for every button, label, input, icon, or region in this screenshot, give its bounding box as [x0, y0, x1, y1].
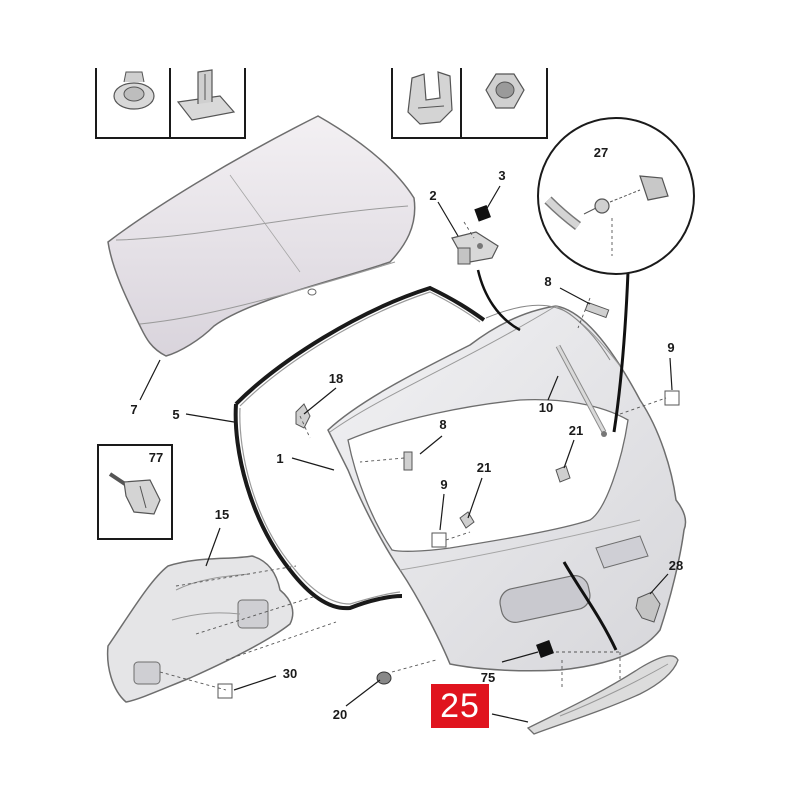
tailgate-seal	[233, 285, 486, 611]
callout-3: 3	[498, 168, 505, 183]
callout-28: 28	[669, 558, 683, 573]
callout-18: 18	[329, 371, 343, 386]
tailgate-body	[327, 304, 687, 672]
strut-ball-joint-detail	[537, 117, 695, 275]
hex-nut-icon	[485, 73, 525, 109]
fastener-inset-left	[95, 68, 246, 139]
callout-8-top: 8	[544, 274, 551, 289]
callout-20: 20	[333, 707, 347, 722]
assembly-lines	[299, 218, 667, 541]
callout-8-window: 8	[439, 417, 446, 432]
hinge	[451, 231, 499, 265]
callout-2: 2	[429, 188, 436, 203]
fastener-inset-right	[391, 68, 548, 139]
callout-7: 7	[130, 402, 137, 417]
gas-strut	[555, 344, 607, 437]
nut-washer-icon	[113, 71, 155, 110]
inner-trim-panel	[106, 555, 337, 703]
callout-75: 75	[481, 670, 495, 685]
callout-labels: 1 2 3 5 7 8 8 9 9 10 15 18 20 21 21 27 2…	[130, 145, 683, 722]
highlighted-part-label: 25	[431, 684, 489, 728]
black-rods	[476, 269, 630, 651]
callout-9-right: 9	[667, 340, 674, 355]
grommet	[376, 659, 437, 685]
callout-9-left: 9	[440, 477, 447, 492]
callout-5: 5	[172, 407, 179, 422]
callout-27: 27	[594, 145, 608, 160]
highlighted-part-number: 25	[440, 687, 480, 725]
clip-parts	[295, 403, 571, 529]
push-clip-icon	[108, 472, 161, 515]
third-brake-light	[526, 651, 679, 735]
callout-15: 15	[215, 507, 229, 522]
spring-clip-icon	[407, 71, 453, 125]
callout-21-left: 21	[477, 460, 491, 475]
callout-30: 30	[283, 666, 297, 681]
leader-lines	[139, 185, 673, 723]
push-clip-inset	[97, 444, 173, 540]
callout-77: 77	[149, 450, 163, 465]
callout-1: 1	[276, 451, 283, 466]
callout-21-right: 21	[569, 423, 583, 438]
callout-10: 10	[539, 400, 553, 415]
clip-icon	[176, 69, 236, 121]
rear-window-glass	[107, 115, 416, 357]
